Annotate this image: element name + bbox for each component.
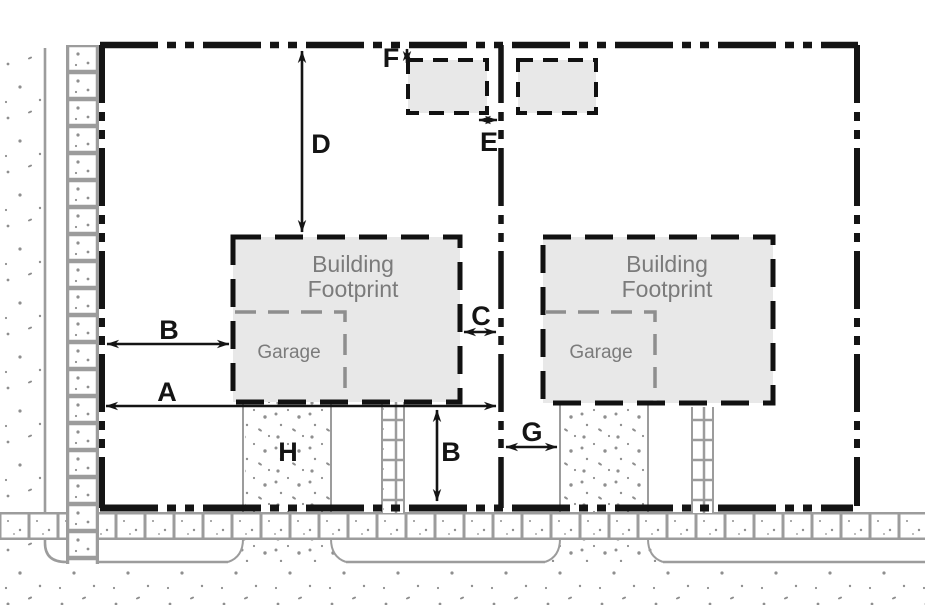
right-walkway xyxy=(692,407,713,513)
dim-label-c: C xyxy=(471,301,491,331)
dim-label-b-front: B xyxy=(441,437,461,467)
right-walkway-edges xyxy=(691,407,714,513)
left-walkway xyxy=(382,400,404,513)
dim-label-f: F xyxy=(383,43,400,73)
sidewalks xyxy=(0,45,925,564)
side-sidewalk xyxy=(67,45,98,564)
left-driveway-pavement xyxy=(245,400,330,513)
right-building: Building Footprint Garage xyxy=(540,234,776,406)
dimension-arrows xyxy=(105,48,558,502)
left-walkway-edges xyxy=(381,400,405,513)
left-driveway-apron xyxy=(228,539,346,562)
right-driveway-edges xyxy=(544,405,664,563)
front-sidewalk-edges xyxy=(0,512,925,540)
side-street-curb xyxy=(43,48,67,564)
dim-label-h: H xyxy=(278,437,298,467)
right-building-footprint xyxy=(540,234,776,406)
left-building: Building Footprint Garage xyxy=(230,234,463,405)
street-pavement xyxy=(0,52,925,605)
accessory-structures xyxy=(406,58,598,115)
left-garage-outline xyxy=(235,310,347,400)
walkways xyxy=(381,400,714,513)
right-building-label-line1: Building xyxy=(626,251,708,277)
right-shed xyxy=(516,58,598,115)
dim-label-d: D xyxy=(311,129,331,159)
right-garage-label: Garage xyxy=(569,342,632,363)
left-garage-label: Garage xyxy=(257,342,320,363)
left-driveway-edges xyxy=(227,400,347,563)
dim-label-e: E xyxy=(480,127,498,157)
side-sidewalk-edges xyxy=(66,45,99,564)
dim-label-b-side: B xyxy=(159,315,179,345)
right-driveway-apron xyxy=(545,539,663,562)
dim-label-a: A xyxy=(157,377,177,407)
street-edges xyxy=(43,48,925,564)
left-shed xyxy=(406,58,489,115)
right-driveway-pavement xyxy=(562,405,646,513)
dimension-labels: D F E B A C G B H xyxy=(157,43,542,467)
dim-label-g: G xyxy=(521,417,542,447)
front-sidewalk xyxy=(0,513,925,539)
right-garage-outline xyxy=(545,310,657,401)
property-boundaries xyxy=(99,41,860,512)
driveways xyxy=(227,400,664,563)
front-street-pavement xyxy=(0,564,925,605)
right-building-label-line2: Footprint xyxy=(622,276,713,302)
left-building-label-line2: Footprint xyxy=(308,276,399,302)
left-building-label-line1: Building xyxy=(312,251,394,277)
